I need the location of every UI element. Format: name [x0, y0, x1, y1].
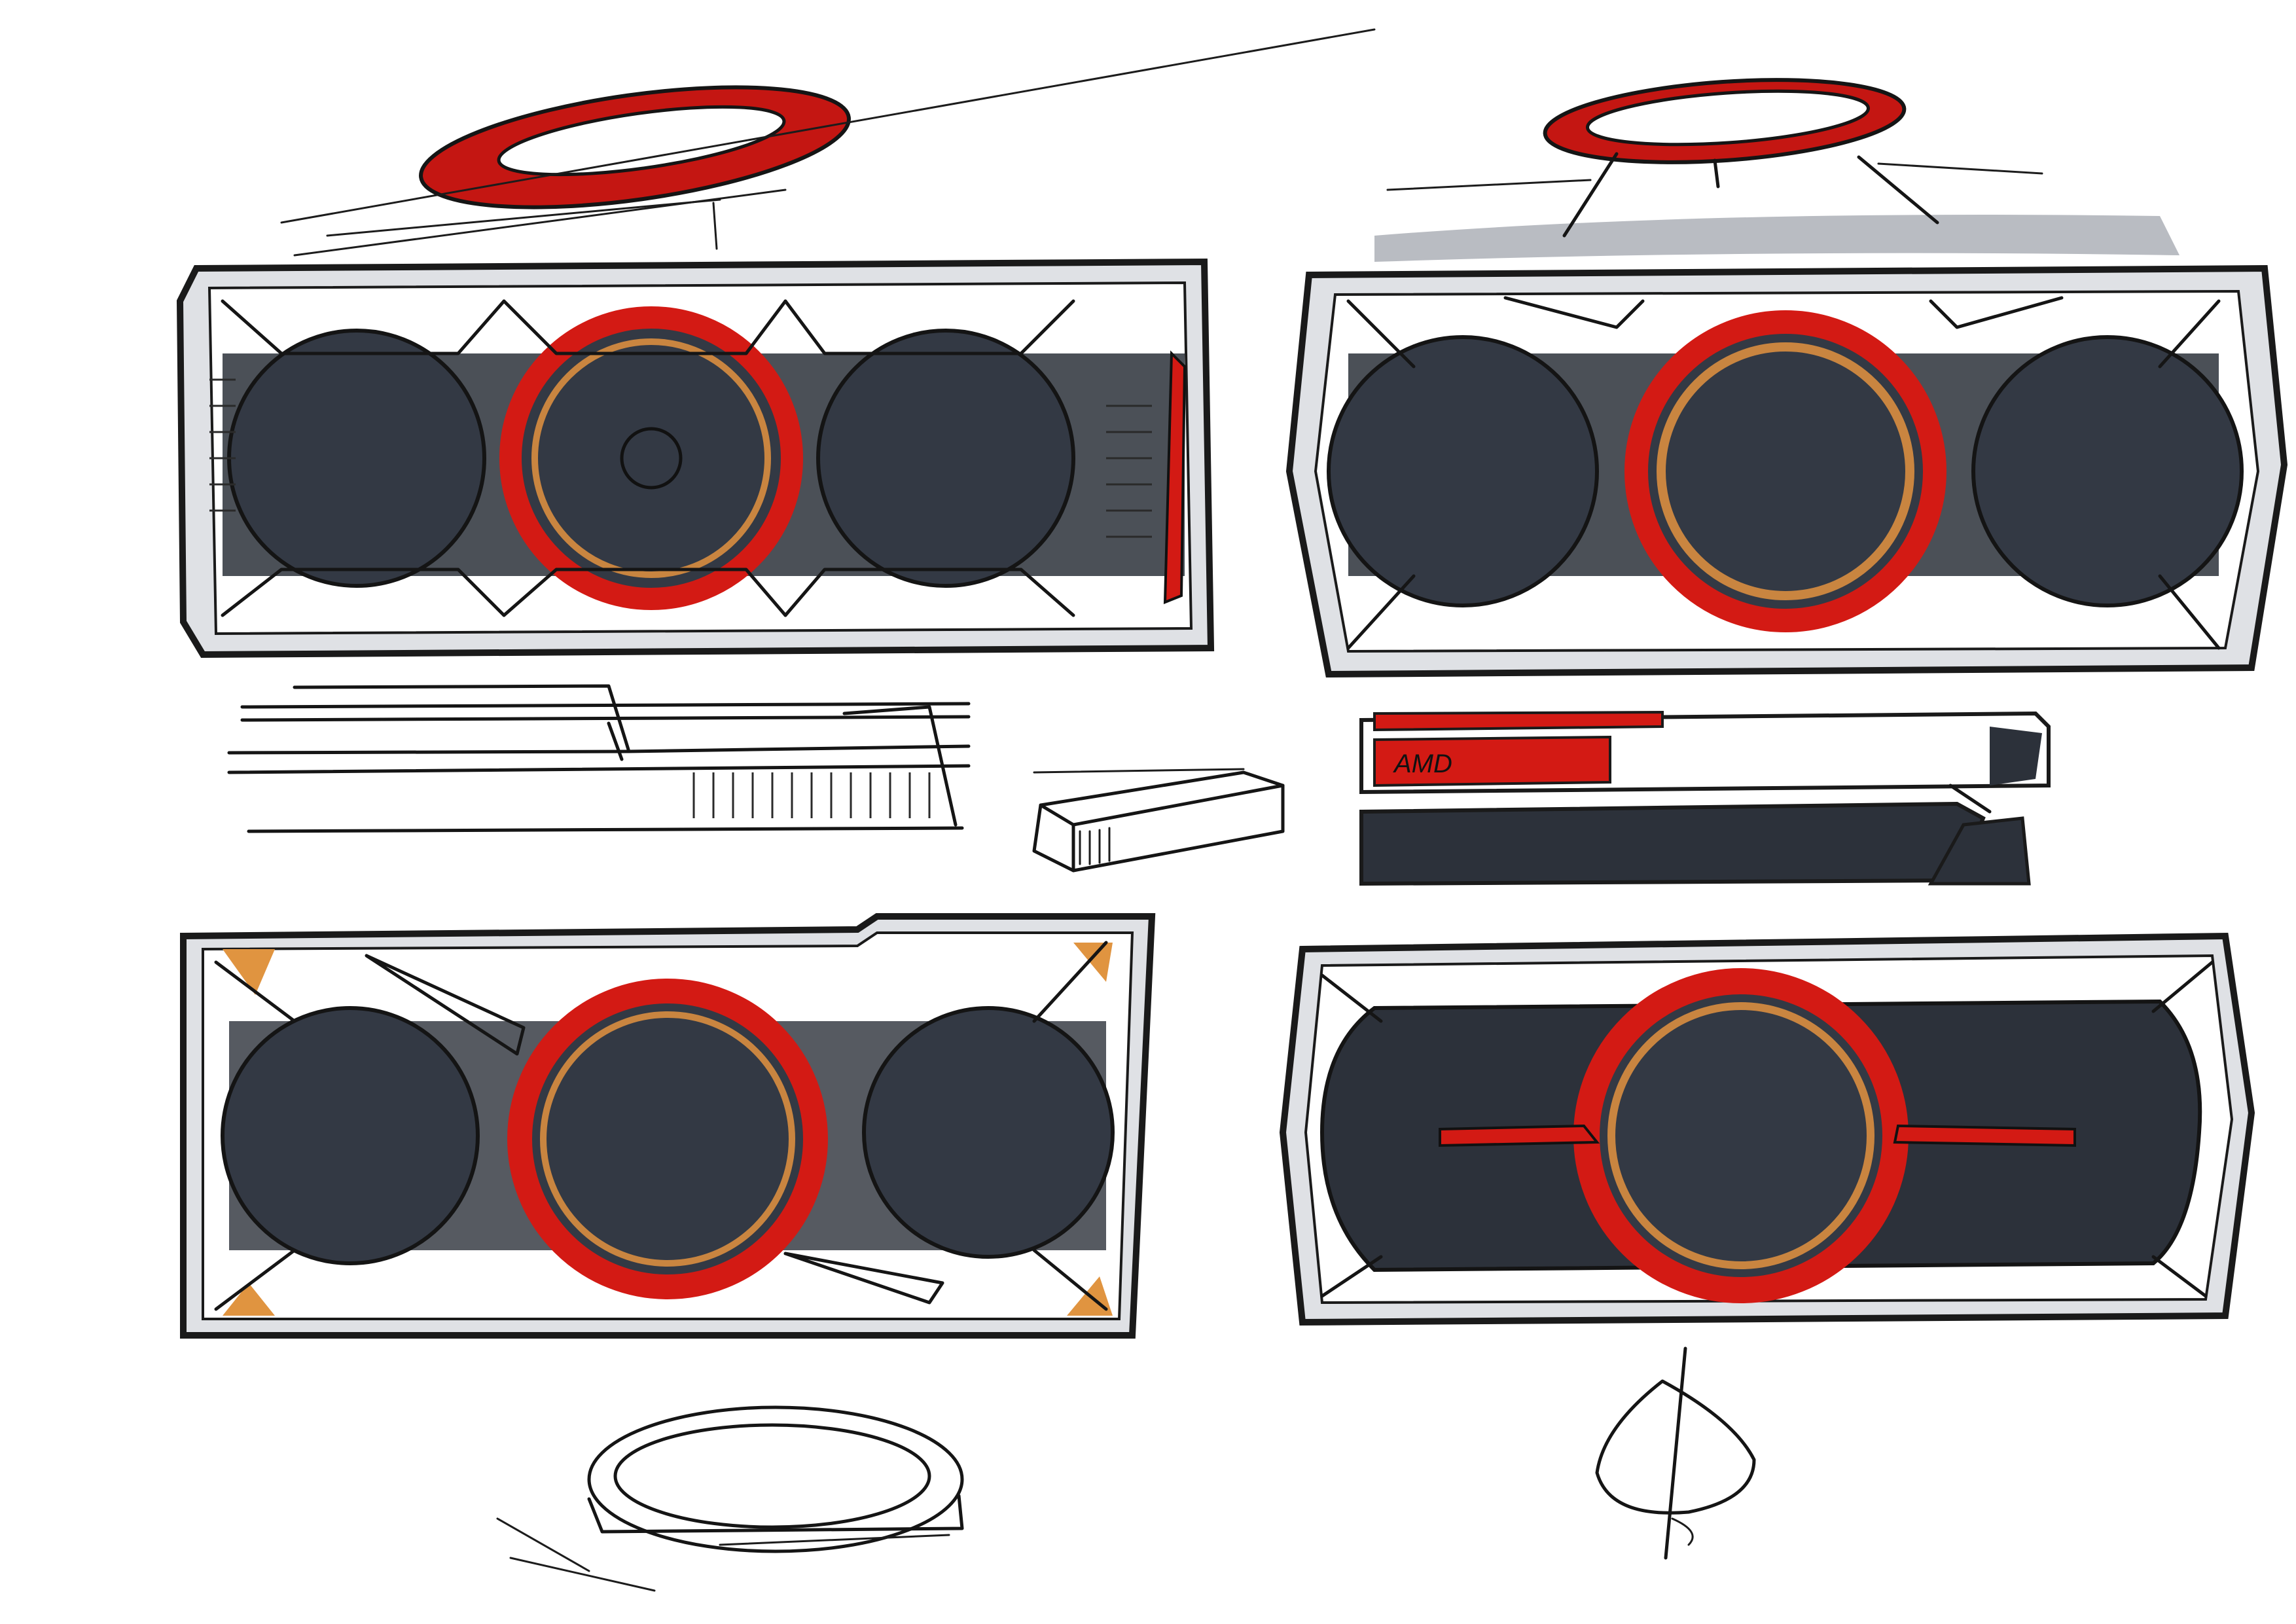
fan-left-icon	[227, 329, 486, 588]
fan-right-icon	[1971, 335, 2244, 607]
fan-right-icon	[862, 1006, 1115, 1259]
concept-bottom-right-card	[1279, 932, 2255, 1326]
ring-detail-top-right	[1374, 78, 2179, 262]
concept-top-left-card	[176, 258, 1215, 659]
side-profile-left	[227, 684, 971, 833]
side-profile-right: AMD	[1359, 710, 2051, 886]
ring-detail-top-left	[280, 28, 1376, 257]
signature	[1595, 1346, 1756, 1560]
ring-sketch-bottom	[496, 1405, 964, 1592]
fan-left-icon	[1327, 335, 1599, 607]
side-badge-text: AMD	[1393, 749, 1452, 778]
fan-right-icon	[816, 329, 1075, 588]
concept-bottom-left-card	[180, 913, 1156, 1339]
concept-top-right-card	[1285, 264, 2288, 678]
block-sketch-center	[1032, 768, 1285, 873]
fan-left-icon	[221, 1006, 480, 1265]
